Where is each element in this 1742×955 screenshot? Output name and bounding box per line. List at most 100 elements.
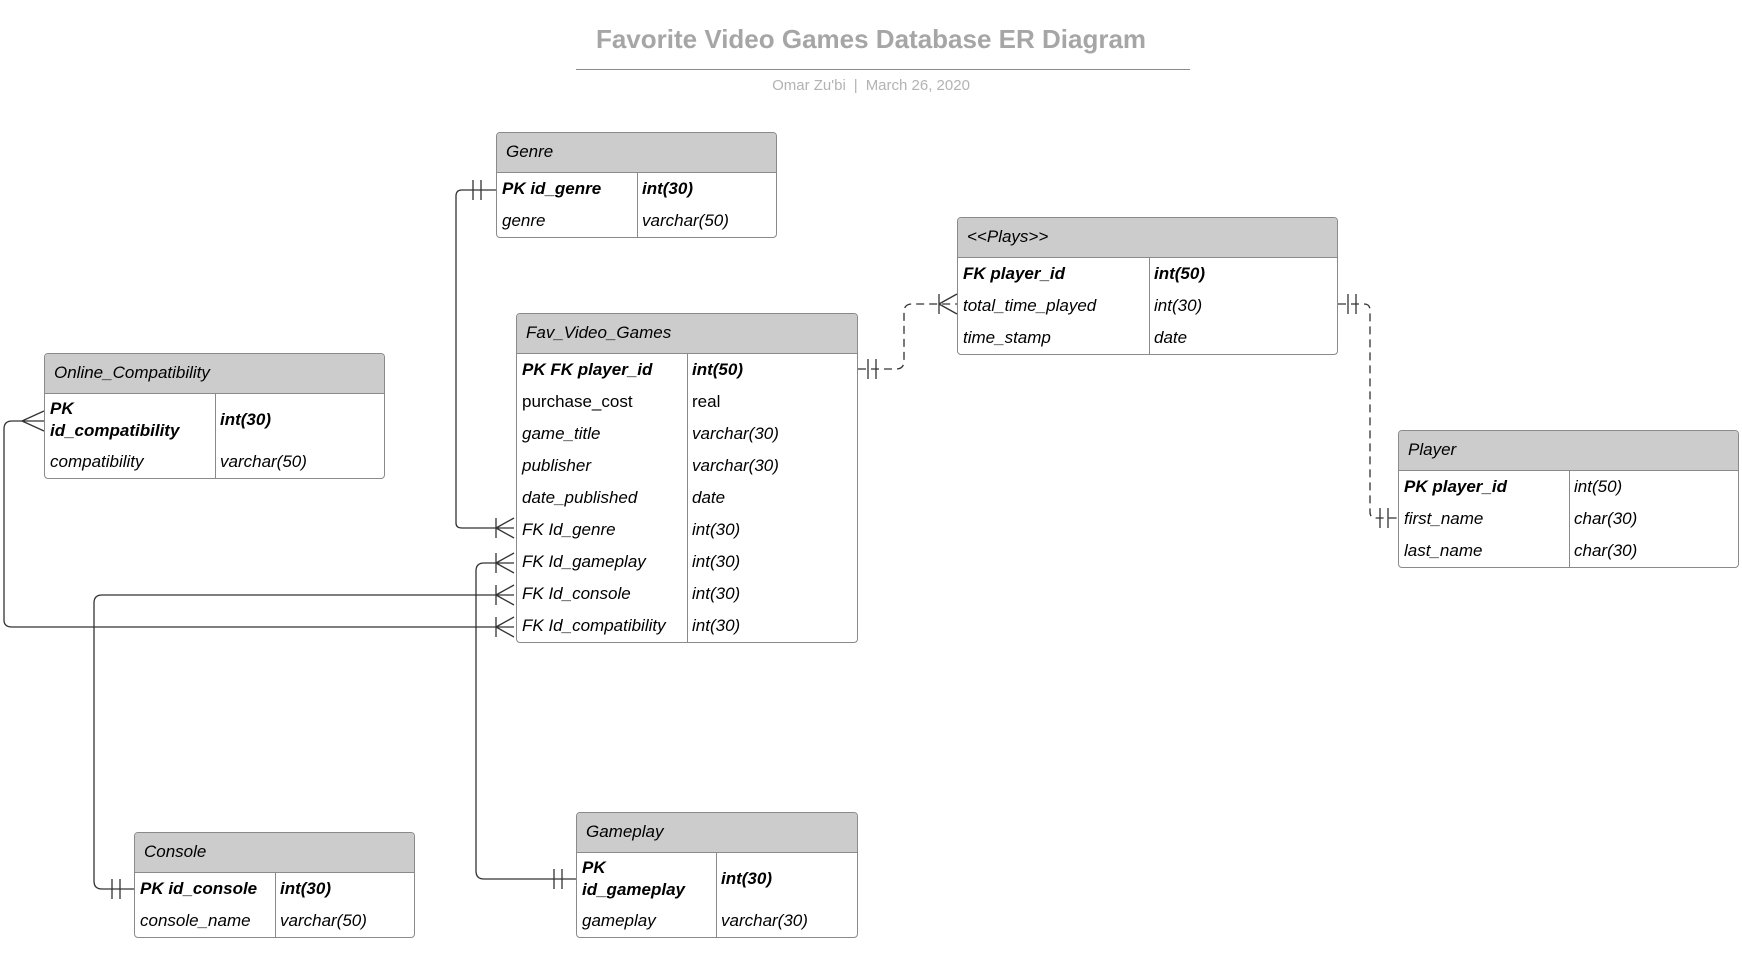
field-name: PK id_genre	[502, 179, 602, 198]
field-name: FK player_id	[963, 264, 1066, 283]
field-name: time_stamp	[963, 328, 1051, 347]
field-name: PK player_id	[1404, 477, 1507, 496]
field-key-label: PK	[50, 399, 74, 418]
entity-player[interactable]: Player PK player_id int(50) first_name c…	[1398, 430, 1739, 568]
table-row: FK Id_compatibility int(30)	[517, 610, 857, 642]
relationship-fav-video-games-plays[interactable]	[858, 293, 958, 379]
field-type: int(50)	[692, 360, 743, 379]
entity-header-genre: Genre	[497, 133, 776, 173]
table-row: date_published date	[517, 482, 857, 514]
field-name: game_title	[522, 424, 601, 443]
field-name: compatibility	[50, 452, 144, 471]
relationship-plays-player[interactable]	[1338, 294, 1398, 528]
field-type: int(50)	[1574, 477, 1623, 496]
diagram-title: Favorite Video Games Database ER Diagram	[595, 24, 1147, 54]
field-key-name: id_compatibility	[50, 421, 180, 440]
field-name: FK Id_genre	[522, 520, 616, 539]
table-row: PK FK player_id int(50)	[517, 354, 857, 386]
field-type: int(30)	[280, 879, 331, 898]
field-type: varchar(50)	[220, 452, 307, 471]
field-type: int(30)	[642, 179, 693, 198]
field-type: varchar(30)	[692, 424, 779, 443]
field-name: first_name	[1404, 509, 1484, 528]
field-type: date	[692, 488, 726, 507]
entity-online-compatibility[interactable]: Online_Compatibility PK id_compatibility…	[44, 353, 385, 479]
relationship-console-fav-video-games[interactable]	[93, 584, 515, 899]
field-type: varchar(50)	[280, 911, 367, 930]
field-type: int(30)	[1154, 296, 1203, 315]
entity-header-console: Console	[135, 833, 414, 873]
title-underline	[576, 69, 1190, 70]
field-name: genre	[502, 211, 546, 230]
table-row: FK player_id int(50)	[958, 258, 1337, 290]
field-name: PK id_compatibility	[45, 398, 215, 442]
entity-header-plays: <<Plays>>	[958, 218, 1337, 258]
table-row: FK Id_console int(30)	[517, 578, 857, 610]
field-name: PK id_gameplay	[577, 857, 716, 901]
table-row: total_time_played int(30)	[958, 290, 1337, 322]
field-type: int(30)	[692, 584, 741, 603]
table-row: FK Id_gameplay int(30)	[517, 546, 857, 578]
field-name: purchase_cost	[522, 392, 633, 411]
field-type: int(30)	[220, 410, 271, 429]
table-row: gameplay varchar(30)	[577, 905, 857, 937]
field-type: int(30)	[692, 520, 741, 539]
entity-header-fav-video-games: Fav_Video_Games	[517, 314, 857, 354]
field-key-label: PK	[582, 858, 606, 877]
table-row: PK id_compatibility int(30)	[45, 394, 384, 446]
entity-genre[interactable]: Genre PK id_genre int(30) genre varchar(…	[496, 132, 777, 238]
entity-gameplay[interactable]: Gameplay PK id_gameplay int(30) gameplay…	[576, 812, 858, 938]
table-row: publisher varchar(30)	[517, 450, 857, 482]
table-row: last_name char(30)	[1399, 535, 1738, 567]
field-type: char(30)	[1574, 541, 1638, 560]
diagram-date: March 26, 2020	[865, 77, 970, 94]
relationship-genre-fav-video-games[interactable]	[455, 180, 515, 539]
table-row: time_stamp date	[958, 322, 1337, 354]
table-row: genre varchar(50)	[497, 205, 776, 237]
field-name: console_name	[140, 911, 251, 930]
field-type: varchar(30)	[721, 911, 808, 930]
field-name: PK FK player_id	[522, 360, 653, 379]
field-name: gameplay	[582, 911, 656, 930]
field-type: int(30)	[692, 552, 741, 571]
table-row: compatibility varchar(50)	[45, 446, 384, 478]
field-name: publisher	[522, 456, 591, 475]
diagram-subtitle: Omar Zu'bi | March 26, 2020	[0, 77, 1742, 94]
table-row: PK player_id int(50)	[1399, 471, 1738, 503]
table-row: purchase_cost real	[517, 386, 857, 418]
field-type: real	[692, 392, 721, 411]
author-name: Omar Zu'bi	[772, 77, 846, 94]
field-type: char(30)	[1574, 509, 1638, 528]
entity-header-player: Player	[1399, 431, 1738, 471]
field-type: varchar(50)	[642, 211, 729, 230]
relationship-online-compatibility-fav-video-games[interactable]	[3, 410, 515, 638]
table-row: game_title varchar(30)	[517, 418, 857, 450]
field-type: int(30)	[692, 616, 741, 635]
field-key-name: id_gameplay	[582, 880, 685, 899]
field-name: FK Id_gameplay	[522, 552, 646, 571]
field-name: date_published	[522, 488, 638, 507]
entity-console[interactable]: Console PK id_console int(30) console_na…	[134, 832, 415, 938]
entity-header-gameplay: Gameplay	[577, 813, 857, 853]
field-name: FK Id_compatibility	[522, 616, 666, 635]
table-row: FK Id_genre int(30)	[517, 514, 857, 546]
field-type: date	[1154, 328, 1188, 347]
field-name: total_time_played	[963, 296, 1097, 315]
table-row: PK id_console int(30)	[135, 873, 414, 905]
field-name: PK id_console	[140, 879, 258, 898]
field-type: int(50)	[1154, 264, 1205, 283]
table-row: first_name char(30)	[1399, 503, 1738, 535]
field-name: last_name	[1404, 541, 1483, 560]
table-row: PK id_genre int(30)	[497, 173, 776, 205]
entity-fav-video-games[interactable]: Fav_Video_Games PK FK player_id int(50) …	[516, 313, 858, 643]
field-name: FK Id_console	[522, 584, 631, 603]
table-row: console_name varchar(50)	[135, 905, 414, 937]
table-row: PK id_gameplay int(30)	[577, 853, 857, 905]
field-type: varchar(30)	[692, 456, 779, 475]
field-type: int(30)	[721, 869, 772, 888]
subtitle-separator: |	[853, 77, 858, 94]
entity-plays[interactable]: <<Plays>> FK player_id int(50) total_tim…	[957, 217, 1338, 355]
entity-header-online-compatibility: Online_Compatibility	[45, 354, 384, 394]
relationship-gameplay-fav-video-games[interactable]	[475, 552, 576, 889]
